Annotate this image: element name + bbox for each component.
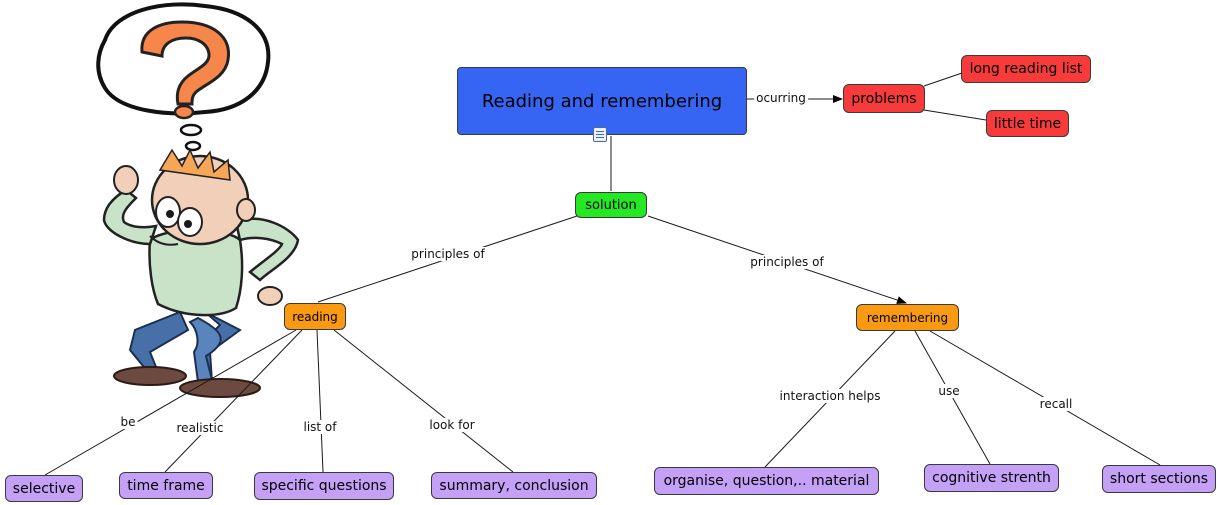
link-label-interaction-helps: interaction helps: [777, 389, 883, 403]
concept-reading[interactable]: reading: [284, 303, 346, 330]
concept-reading-and-remembering[interactable]: Reading and remembering: [457, 67, 747, 135]
concept-time-frame[interactable]: time frame: [119, 472, 213, 499]
link-label-ocurring: ocurring: [754, 91, 808, 105]
link-label-recall: recall: [1037, 397, 1075, 411]
concept-organise-question-material[interactable]: organise, question,.. material: [654, 467, 879, 495]
concept-solution[interactable]: solution: [575, 192, 647, 218]
document-resource-icon[interactable]: [593, 127, 607, 142]
concept-cognitive-strenth[interactable]: cognitive strenth: [924, 464, 1059, 492]
thought-bubble: [96, 2, 271, 152]
question-mark-icon: [140, 20, 230, 106]
link-label-principles-of-remembering: principles of: [748, 255, 826, 269]
link-label-use: use: [936, 384, 962, 398]
link-label-principles-of-reading: principles of: [409, 247, 487, 261]
concept-specific-questions[interactable]: specific questions: [254, 472, 394, 500]
concept-problems[interactable]: problems: [843, 84, 925, 113]
concept-short-sections[interactable]: short sections: [1102, 465, 1216, 493]
concept-little-time[interactable]: little time: [986, 110, 1069, 137]
link-label-look-for: look for: [427, 418, 477, 432]
concept-selective[interactable]: selective: [5, 475, 83, 502]
link-label-be: be: [118, 415, 138, 429]
link-label-list-of: list of: [301, 420, 339, 434]
concept-remembering[interactable]: remembering: [856, 304, 959, 331]
concept-summary-conclusion[interactable]: summary, conclusion: [431, 472, 597, 499]
confused-man-illustration: [96, 2, 300, 398]
concept-long-reading-list[interactable]: long reading list: [961, 55, 1091, 83]
link-label-realistic: realistic: [174, 421, 226, 435]
